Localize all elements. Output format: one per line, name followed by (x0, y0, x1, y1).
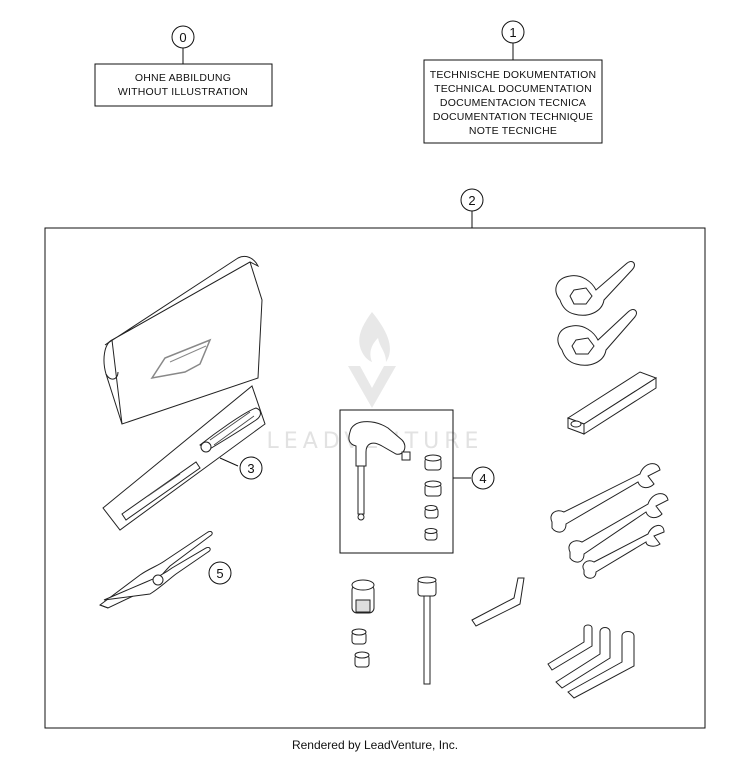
without-illustration-line-1: OHNE ABBILDUNG (135, 72, 231, 84)
callout-3: 3 (239, 456, 263, 480)
hex-key-icon (471, 577, 525, 627)
allen-keys-icon (547, 624, 635, 699)
callout-0-label: 0 (179, 30, 186, 45)
t-handle-icon (348, 421, 411, 521)
tech-doc-line-1: TECHNISCHE DOKUMENTATION (430, 69, 597, 81)
tech-doc-line-5: NOTE TECNICHE (469, 125, 557, 137)
tech-doc-line-4: DOCUMENTATION TECHNIQUE (433, 111, 593, 123)
tech-doc-line-3: DOCUMENTACION TECNICA (440, 97, 586, 109)
technical-documentation-box (423, 59, 603, 144)
callout-1: 1 (501, 20, 525, 60)
t-handle-set-box (339, 409, 454, 554)
callout-1-label: 1 (509, 25, 516, 40)
pliers-icon (98, 531, 213, 609)
callout-0: 0 (171, 25, 195, 64)
socket-icon (351, 579, 375, 668)
flame-logo-icon (359, 312, 390, 362)
without-illustration-line-2: WITHOUT ILLUSTRATION (118, 86, 248, 98)
socket-wrench-bar-icon (566, 371, 658, 435)
callout-5-label: 5 (216, 566, 223, 581)
tech-doc-line-2: TECHNICAL DOCUMENTATION (434, 83, 592, 95)
callout-2-label: 2 (468, 193, 475, 208)
callout-5: 5 (208, 561, 232, 585)
socket-bits-icon (424, 454, 442, 541)
callout-3-label: 3 (247, 461, 254, 476)
callout-2: 2 (460, 188, 484, 228)
footer-credit: Rendered by LeadVenture, Inc. (291, 738, 459, 752)
without-illustration-box (94, 63, 273, 107)
screwdriver-set-icon (102, 385, 266, 531)
extension-bar-icon (417, 576, 437, 685)
open-end-wrenches-icon (550, 463, 669, 579)
tool-bag-icon (103, 255, 263, 425)
hook-wrench-icon (555, 261, 637, 366)
callout-3-leader (219, 457, 239, 467)
v-logo-icon (348, 366, 396, 408)
callout-4-label: 4 (479, 471, 486, 486)
callout-4: 4 (471, 466, 495, 490)
tool-kit-box (44, 227, 706, 729)
